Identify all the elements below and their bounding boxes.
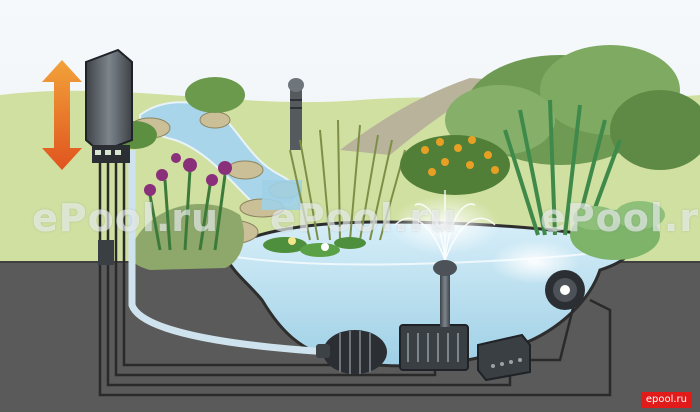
- waterfall: [262, 180, 302, 210]
- water-hose: [128, 150, 331, 356]
- hosta-bush: [570, 201, 665, 260]
- pond-spotlight: [545, 270, 585, 310]
- garden-bollard-lamp: [288, 78, 304, 150]
- iris-flowers: [144, 153, 232, 251]
- height-adjust-arrow-icon: [42, 60, 82, 170]
- reeds: [289, 119, 406, 241]
- fountain-pump: [399, 260, 469, 371]
- junction-box: [477, 333, 531, 382]
- iris-leaves-right: [503, 99, 622, 236]
- site-badge: epool.ru: [640, 392, 692, 408]
- pond-pump: [316, 330, 387, 374]
- fountain-spray: [390, 190, 500, 261]
- water-lilies: [263, 237, 366, 257]
- control-unit: [85, 48, 133, 265]
- orange-flower-bush: [400, 135, 510, 195]
